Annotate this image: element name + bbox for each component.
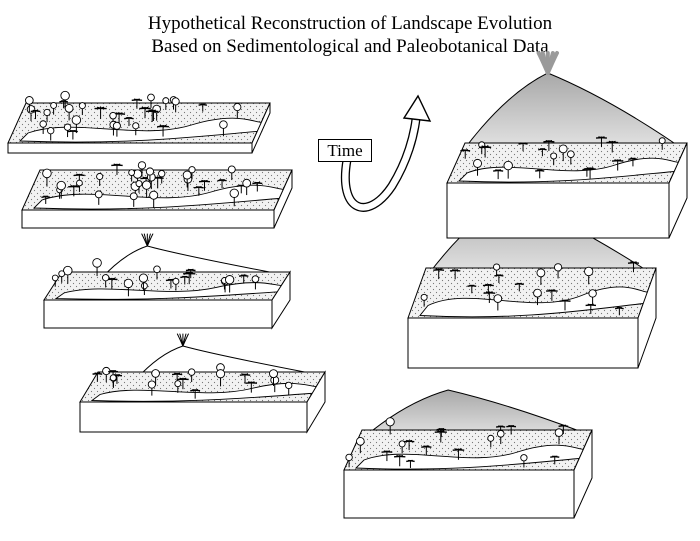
river-channel [354, 444, 587, 470]
river-channel [18, 117, 265, 143]
title-line-2: Based on Sedimentological and Paleobotan… [151, 36, 549, 57]
landscape-block-2 [21, 161, 293, 229]
title-line-1: Hypothetical Reconstruction of Landscape… [147, 13, 553, 34]
landscape-block-7 [446, 51, 688, 239]
vegetation [41, 161, 263, 208]
vegetation [460, 136, 666, 180]
river-channel [90, 382, 320, 402]
river-channel [54, 282, 285, 300]
vegetation [420, 261, 640, 316]
landscape-blocks [7, 51, 688, 519]
vegetation [25, 90, 242, 141]
vegetation [92, 363, 293, 399]
landscape-block-4 [79, 333, 326, 434]
vegetation [345, 417, 569, 468]
volcano [461, 72, 678, 154]
eruption-plume [536, 51, 559, 75]
vegetation [51, 258, 260, 297]
landscape-block-3 [43, 233, 291, 330]
diagram-title: Hypothetical Reconstruction of Landscape… [0, 12, 700, 58]
river-channel [457, 157, 682, 183]
time-label: Time [318, 139, 372, 162]
eruption-plume [141, 233, 154, 247]
landscape-block-1 [7, 90, 271, 154]
time-arrow [341, 94, 432, 212]
landscape-block-5 [343, 389, 593, 519]
eruption-plume [176, 333, 189, 347]
volcano [361, 389, 583, 441]
river-channel [32, 184, 287, 210]
